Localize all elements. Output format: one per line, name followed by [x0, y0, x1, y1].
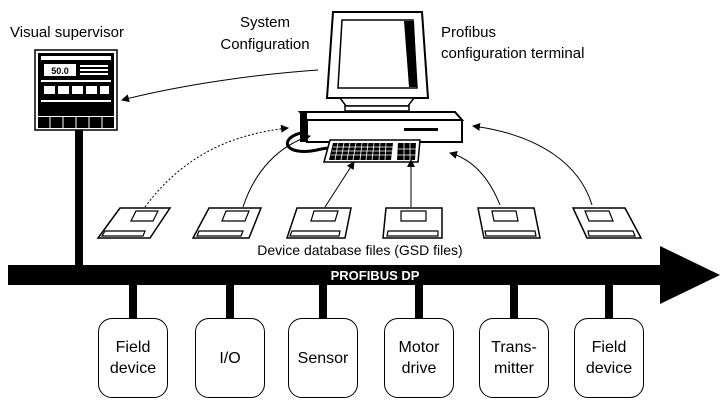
device-label-line1: Motor: [398, 339, 440, 356]
device-label-line1: Field: [115, 339, 151, 356]
device-box-sensor: Sensor: [288, 318, 358, 398]
gsd-arrow-6: [472, 122, 593, 206]
gsd-arrow-2: [242, 134, 311, 208]
visual-supervisor-panel: [34, 49, 118, 131]
bus-label: PROFIBUS DP: [331, 268, 420, 283]
gsd-floppy-4: [382, 207, 443, 239]
gsd-floppy-5: [477, 207, 541, 239]
visual-supervisor-label: Visual supervisor: [10, 24, 124, 41]
terminal-monitor: [325, 11, 430, 112]
gsd-files-label: Device database files (GSD files): [257, 242, 463, 258]
device-drop-lines: [129, 285, 613, 319]
device-box-io: I/O: [195, 318, 265, 398]
device-label-line2: device: [585, 360, 633, 377]
keyboard-cable: [285, 130, 331, 153]
system-config-arrow: [121, 69, 319, 103]
system-config-label-line2: Configuration: [220, 36, 310, 53]
device-label-line1: I/O: [219, 349, 241, 367]
gsd-floppy-2: [191, 207, 263, 239]
gsd-arrow-1: [144, 124, 289, 208]
terminal-label-line1: Profibus: [441, 24, 497, 41]
supervisor-pole: [75, 130, 83, 266]
device-label-line1: Trans-: [491, 339, 537, 356]
terminal-label-line2: configuration terminal: [441, 45, 585, 62]
device-label-line1: Field: [591, 339, 627, 356]
gsd-arrow-5: [449, 151, 501, 206]
system-config-label-line1: System: [239, 14, 290, 31]
device-box-transmitter: Trans- mitter: [479, 318, 549, 398]
supervisor-reading: 50.0: [51, 66, 69, 76]
gsd-floppy-3: [285, 207, 352, 239]
device-box-motor-drive: Motor drive: [384, 318, 454, 398]
device-box-field-device-2: Field device: [574, 318, 644, 398]
device-label-line2: mitter: [494, 360, 534, 377]
gsd-arrow-3: [324, 161, 355, 208]
gsd-floppy-6: [571, 207, 643, 239]
gsd-floppy-1: [96, 207, 172, 239]
profibus-bus-arrow: [8, 246, 720, 304]
device-label-line2: device: [109, 360, 157, 377]
terminal-base-unit: [297, 111, 465, 143]
device-label-line2: drive: [401, 360, 437, 377]
device-label-line1: Sensor: [297, 349, 349, 367]
terminal-keyboard: [323, 139, 421, 163]
device-box-field-device-1: Field device: [98, 318, 168, 398]
